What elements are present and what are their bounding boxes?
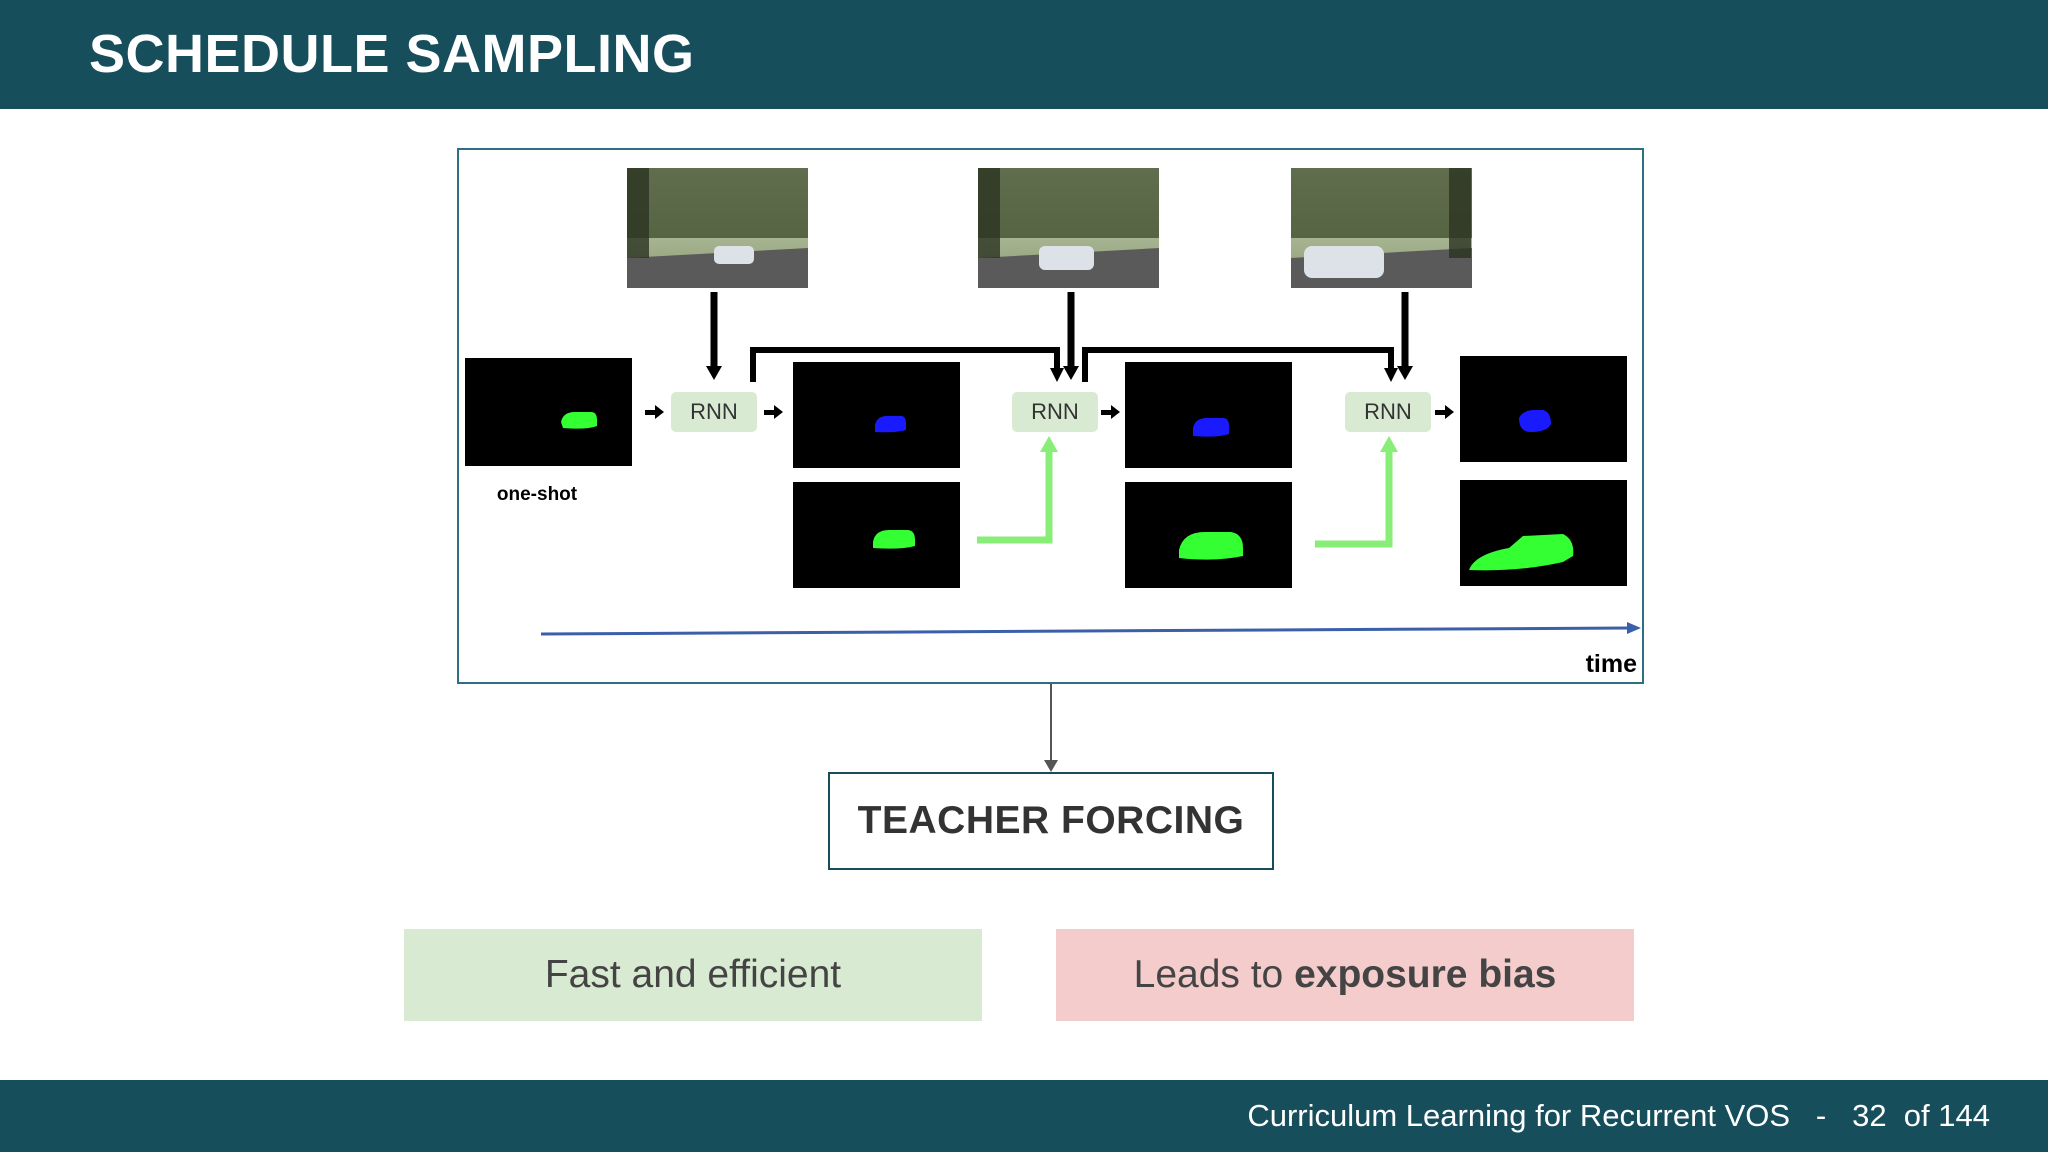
connector-line (1050, 684, 1052, 764)
slide-title: SCHEDULE SAMPLING (89, 24, 695, 84)
rnn-box-2: RNN (1012, 392, 1098, 432)
pro-label: Fast and efficient (544, 953, 842, 996)
street-photo-1 (627, 168, 808, 288)
time-axis (540, 622, 1641, 636)
prediction-frame-1 (793, 362, 960, 468)
street-photo-3 (1291, 168, 1472, 288)
svg-text:RNN: RNN (1031, 399, 1079, 424)
rnn-diagram: one-shot RNN RNN RNN (457, 148, 1644, 684)
one-shot-label: one-shot (497, 484, 578, 505)
page-total: of 144 (1903, 1098, 1990, 1133)
rnn-box-1: RNN (671, 392, 757, 432)
teacher-forcing-box: TEACHER FORCING (828, 772, 1274, 870)
rnn-box-3: RNN (1345, 392, 1431, 432)
deck-title: Curriculum Learning for Recurrent VOS (1247, 1098, 1791, 1133)
footer-bar: Curriculum Learning for Recurrent VOS - … (0, 1080, 2048, 1152)
connector-arrowhead (1044, 760, 1058, 772)
flow-arrows (645, 405, 1454, 419)
con-box: Leads to exposure bias (1056, 929, 1634, 1021)
header-bar: SCHEDULE SAMPLING (0, 0, 2048, 109)
ground-truth-frame-1 (793, 482, 960, 588)
page-number: 32 (1852, 1098, 1887, 1133)
ground-truth-frame-3 (1460, 480, 1627, 586)
feedback-connectors (750, 347, 1394, 382)
ground-truth-frame-2 (1125, 482, 1292, 588)
photo-to-rnn-arrows (710, 292, 1409, 368)
pro-box: Fast and efficient (404, 929, 982, 1021)
con-prefix: Leads to (1133, 953, 1295, 996)
time-label: time (1586, 650, 1638, 678)
ground-truth-input-arrows (977, 450, 1393, 548)
prediction-frame-3 (1460, 356, 1627, 462)
one-shot-frame (465, 358, 632, 466)
con-emphasis: exposure bias (1294, 953, 1557, 996)
svg-text:RNN: RNN (1364, 399, 1412, 424)
svg-text:RNN: RNN (690, 399, 738, 424)
prediction-frame-2 (1125, 362, 1292, 468)
footer-separator: - (1815, 1098, 1827, 1133)
street-photo-2 (978, 168, 1159, 288)
footer-text: Curriculum Learning for Recurrent VOS - … (1247, 1096, 1990, 1136)
